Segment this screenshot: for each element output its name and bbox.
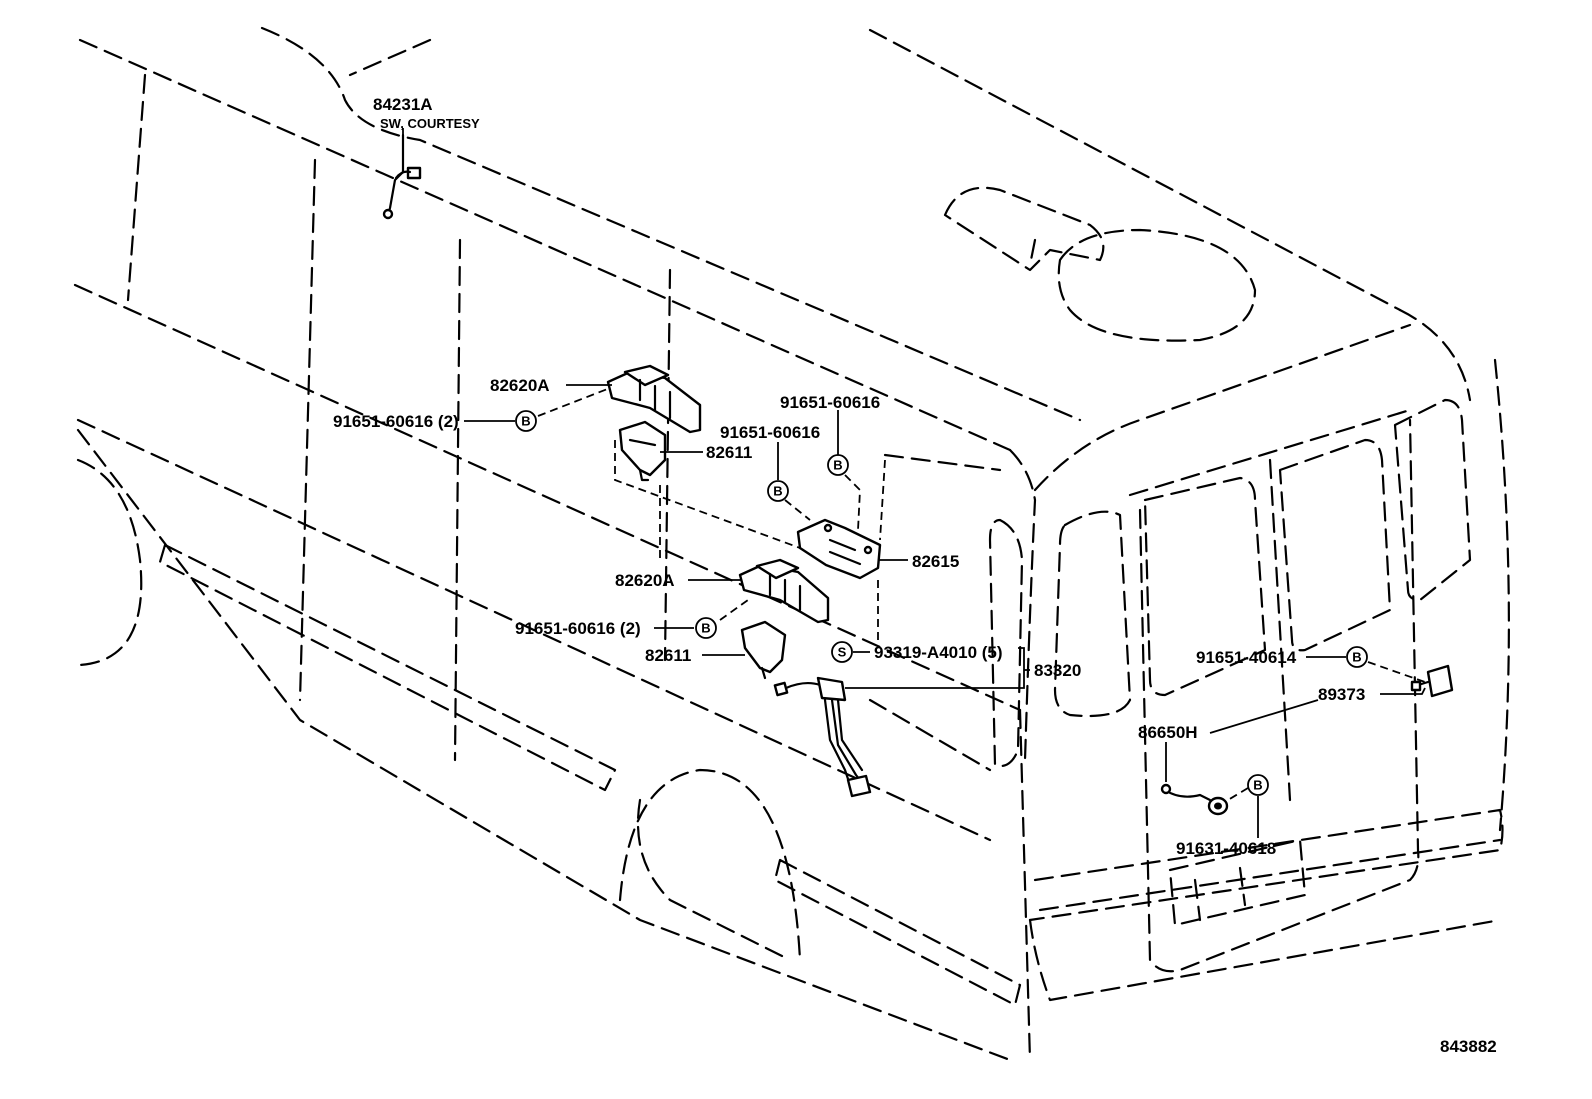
sensor-part (1160, 783, 1229, 816)
label-sensor-bolt: 91631-40618 (1176, 839, 1276, 858)
label-bracket-82615: 82615 (912, 552, 959, 571)
label-bolt-upper-right: 91651-60616 (780, 393, 880, 412)
svg-text:S: S (838, 645, 847, 660)
courtesy-switch-part (382, 133, 422, 220)
label-wire-harness: 83320 (1034, 661, 1081, 680)
svg-text:B: B (773, 484, 782, 499)
diagram-id: 843882 (1440, 1037, 1497, 1056)
label-bracket-upper: 82620A (490, 376, 550, 395)
label-bolt-lower-left: 91651-60616 (2) (515, 619, 641, 638)
bolt-symbol-upper-left: B (515, 410, 537, 432)
screw-symbol: S (831, 641, 853, 663)
svg-text:B: B (1352, 650, 1361, 665)
label-courtesy-switch: 84231A (373, 95, 433, 114)
bolt-symbol-upper-right: B (827, 454, 849, 476)
bolt-symbol-lower-left: B (695, 617, 717, 639)
label-bracket-lower: 82620A (615, 571, 675, 590)
label-courtesy-switch-desc: SW, COURTESY (380, 116, 480, 131)
label-sensor: 86650H (1138, 723, 1198, 742)
label-bolt-upper-left: 91651-60616 (2) (333, 412, 459, 431)
leader-lines (402, 128, 1426, 838)
svg-text:B: B (701, 621, 710, 636)
svg-text:B: B (521, 414, 530, 429)
bolt-symbol-middle: B (767, 480, 789, 502)
svg-text:B: B (833, 458, 842, 473)
label-bolt-middle: 91651-60616 (720, 423, 820, 442)
label-rear-part: 89373 (1318, 685, 1365, 704)
bracket-82615-part (796, 518, 882, 580)
svg-text:B: B (1253, 778, 1262, 793)
label-screw: 93319-A4010 (5) (874, 643, 1003, 662)
lower-bracket-assembly (738, 558, 830, 680)
van-outline (73, 26, 1510, 1062)
part-labels: 84231A SW, COURTESY 82620A 91651-60616 (… (333, 95, 1497, 1056)
part-89373 (1410, 664, 1454, 698)
label-rear-bolt: 91651-40614 (1196, 648, 1297, 667)
wire-harness-part (773, 676, 872, 798)
label-relay-upper: 82611 (706, 443, 752, 462)
bolt-symbol-sensor: B (1247, 774, 1269, 796)
label-relay-lower: 82611 (645, 646, 691, 665)
upper-bracket-assembly (606, 364, 702, 482)
bolt-symbol-rear-door: B (1346, 646, 1368, 668)
